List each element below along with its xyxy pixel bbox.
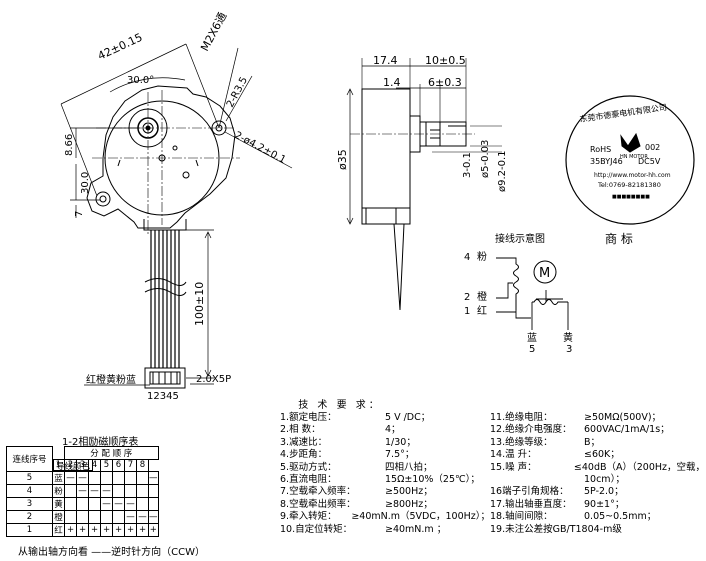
dim-mount-span: 42±0.15 — [96, 31, 145, 63]
dim-angle: 30.0° — [127, 75, 154, 86]
svg-text:5: 5 — [529, 344, 535, 355]
requirement-item: 5.驱动方式：四相八拍； — [280, 461, 433, 473]
side-view: 17.4 10±0.5 1.4 6±0.3 ø35 3-0.1 ø5-0.03 … — [336, 54, 508, 311]
dim-boss-dia: ø9.2-0.1 — [497, 150, 508, 192]
connector-colors-label: 红橙黄粉蓝 — [86, 373, 136, 386]
requirement-item: 10.自定位转矩：≥40mN.m ； — [280, 523, 447, 535]
requirements-title: 技 术 要 求： — [298, 400, 382, 411]
mount-hole-left — [95, 191, 111, 207]
label-url: http://www.motor-hh.com — [594, 172, 671, 179]
requirement-item: 14.温 升：≤60K； — [490, 449, 620, 461]
requirement-item: 17.输出轴垂直度：90±1°； — [490, 498, 625, 510]
dim-mount-holes: 2-ø4.2±0.1 — [233, 130, 288, 166]
coil-bottom — [532, 299, 568, 305]
requirements-left: 1.额定电压：5 V /DC； 2.相 数：4； 3.减速比：1/30； 4.步… — [280, 412, 490, 536]
requirement-item: 16端子引角规格：5P-2.0； — [490, 486, 624, 498]
trademark-label: 商 标 — [605, 231, 633, 246]
label-rohs: RoHS — [590, 145, 611, 154]
phase-header-color: 导线颜色 — [53, 458, 93, 472]
wiring-title: 接线示意图 — [495, 232, 545, 245]
wire-label-yellow: 黄 — [563, 331, 573, 344]
dim-dia35: ø35 — [336, 149, 349, 170]
motor-body-side — [361, 88, 411, 225]
requirement-item: 12.绝缘介电强度：600VAC/1mA/1s； — [490, 424, 670, 436]
connector-type-label: 2.0X5P — [196, 374, 231, 385]
label-brand: HN MOTOR — [620, 154, 648, 160]
connector-body — [144, 367, 186, 389]
requirement-item: 9.牵入转矩：≥40mN.m（5VDC，100Hz）； — [280, 511, 490, 523]
brand-logo-icon — [620, 132, 641, 153]
wire-label-pink: 粉 — [477, 250, 487, 263]
dim-174: 17.4 — [373, 54, 398, 67]
requirement-item: 4.步距角：7.5°； — [280, 449, 415, 461]
dim-10: 10±0.5 — [425, 54, 466, 67]
label-model: 35BYJ46 — [590, 157, 623, 166]
requirement-item: 7.空载牵入频率：≥500Hz； — [280, 486, 433, 498]
requirement-item: 10cm）； — [584, 473, 625, 485]
requirements-right: 11.绝缘电阻：≥50MΩ(500V)； 12.绝缘介电强度：600VAC/1m… — [490, 412, 705, 536]
svg-text:2: 2 — [464, 292, 470, 303]
wire-label-orange: 橙 — [477, 290, 487, 303]
rotation-caption: 从输出轴方向看 ——逆时针方向（CCW） — [18, 547, 206, 558]
requirement-item: 18.轴间间隙：0.05~0.5mm； — [490, 511, 657, 523]
motor-label: 东莞市德豪电机有限公司 RoHS 002 HN MOTOR 35BYJ46 DC… — [565, 95, 695, 225]
requirement-item: 6.直流电阻：15Ω±10%（25℃）； — [280, 473, 480, 485]
requirement-item: 13.绝缘等级：B； — [490, 436, 601, 448]
requirement-item: 3.减速比：1/30； — [280, 436, 416, 448]
phase-table-title: 1-2相励磁顺序表 — [62, 437, 139, 448]
label-tel: Tel:0769-82181380 — [597, 181, 661, 189]
requirement-item: 11.绝缘电阻：≥50MΩ(500V)； — [490, 412, 662, 423]
dim-lead-length: 100±10 — [193, 282, 206, 326]
dim-30: 30.0 — [80, 172, 91, 194]
requirement-item: 15.噪 声：≤40dB（A）（200Hz，空载， — [490, 461, 705, 473]
label-voltage: DC5V — [638, 157, 661, 166]
label-company: 东莞市德豪电机有限公司 — [579, 102, 668, 124]
svg-text:4: 4 — [464, 252, 470, 263]
requirement-item: 2.相 数：4； — [280, 424, 401, 436]
wiring-diagram: 接线示意图 商 标 M 4 粉 2 橙 1 红 蓝 5 黄 3 — [464, 231, 633, 355]
wire-label-red: 红 — [477, 304, 487, 317]
dim-shaft-flat: 3-0.1 — [462, 152, 473, 178]
svg-text:3: 3 — [566, 344, 572, 355]
dim-866: 8.66 — [64, 134, 75, 156]
dim-14: 1.4 — [383, 76, 401, 89]
label-code: 002 — [645, 143, 660, 152]
dim-6: 6±0.3 — [428, 76, 462, 89]
requirement-item: 1.额定电压：5 V /DC； — [280, 412, 431, 423]
phase-header-group: 分 配 顺 序 — [64, 446, 159, 460]
requirement-item: 19.未注公差按GB/T1804-m级 — [490, 523, 622, 535]
wire-label-blue: 蓝 — [527, 332, 537, 344]
svg-text:M: M — [539, 266, 550, 281]
label-circle — [565, 95, 695, 225]
connector-pins-label: 12345 — [147, 391, 179, 402]
front-view: 42±0.15 M2X6通 30.0° 2-R3.5 2-ø4.2±0.1 8.… — [60, 10, 293, 402]
mounting-plate — [86, 85, 236, 229]
dim-7: 7 — [74, 211, 85, 217]
dim-shaft-dia: ø5-0.03 — [480, 140, 491, 178]
svg-text:1: 1 — [464, 306, 470, 317]
dim-screw: M2X6通 — [198, 10, 229, 53]
motor-symbol — [533, 260, 557, 284]
requirement-item: 8.空载牵出频率：≥800Hz； — [280, 498, 433, 510]
coil-left — [513, 262, 519, 310]
dim-boss-radius: 2-R3.5 — [225, 75, 250, 109]
label-serial: ■■■■■■■■ — [612, 194, 650, 200]
phase-header-seq: 连线序号 — [6, 446, 53, 472]
lead-wires — [150, 230, 180, 368]
